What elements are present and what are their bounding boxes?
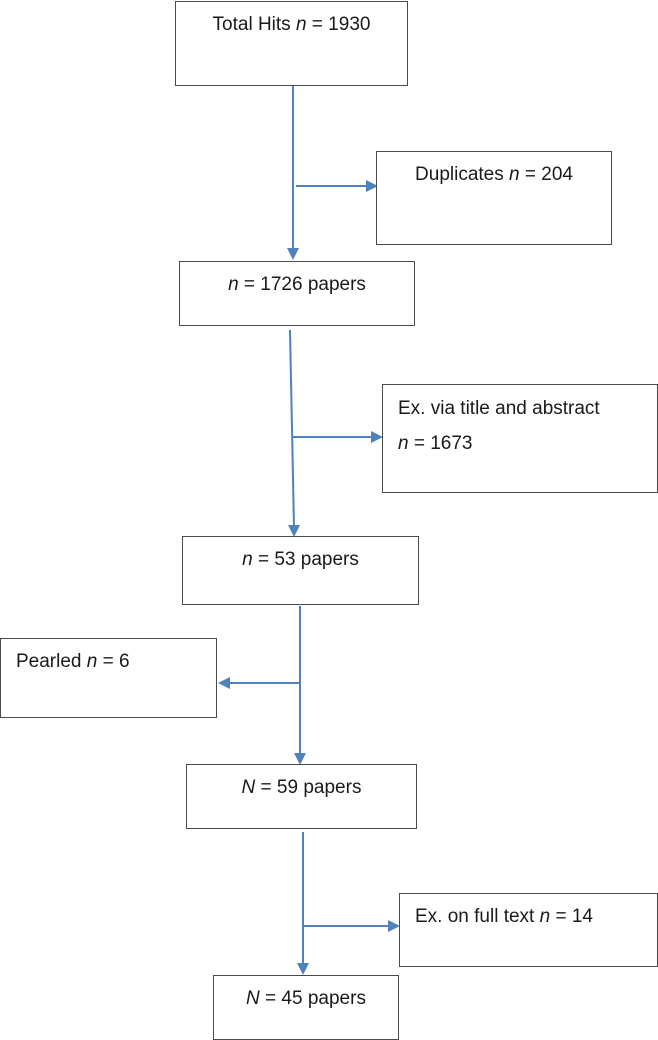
after-title-abstract-box: n = 53 papers [182,536,419,605]
duplicates-box: Duplicates n = 204 [376,151,612,245]
duplicates-text: Duplicates [415,164,510,185]
excluded-title-abstract-line2: n = 1673 [383,426,657,461]
excluded-full-text-count: = 14 [550,906,593,927]
final-box: N = 45 papers [213,975,399,1040]
final-label: N = 45 papers [214,976,398,1016]
excluded-title-abstract-count: = 1673 [408,433,473,454]
total-hits-count: = 1930 [306,14,371,35]
total-hits-variable: n [295,14,307,35]
total-hits-text: Total Hits [212,14,296,35]
pearled-variable: n [86,651,98,672]
duplicates-label: Duplicates n = 204 [377,152,611,192]
after-title-abstract-count: = 53 papers [252,549,359,570]
arrowhead-main-3 [294,753,306,765]
after-duplicates-label: n = 1726 papers [180,262,414,302]
after-pearling-variable: N [241,777,256,798]
after-pearling-count: = 59 papers [255,777,362,798]
pearled-box: Pearled n = 6 [0,638,217,718]
arrow-main-2 [289,329,295,528]
excluded-full-text-label: Ex. on full text n = 14 [400,894,657,934]
after-duplicates-variable: n [228,274,239,295]
final-count: = 45 papers [259,988,366,1009]
arrowhead-branch-pearled [218,677,230,689]
arrowhead-main-4 [297,963,309,975]
after-pearling-label: N = 59 papers [187,765,416,805]
after-title-abstract-variable: n [242,549,253,570]
after-title-abstract-label: n = 53 papers [183,537,418,577]
arrowhead-branch-duplicates [366,180,378,192]
arrowhead-branch-title-abstract [371,431,383,443]
final-variable: N [246,988,260,1009]
after-duplicates-count: = 1726 papers [238,274,366,295]
pearled-count: = 6 [97,651,130,672]
arrowhead-main-1 [287,248,299,260]
after-duplicates-box: n = 1726 papers [179,261,415,326]
arrowhead-branch-full-text [388,920,400,932]
excluded-title-abstract-line1: Ex. via title and abstract [398,398,600,419]
excluded-title-abstract-variable: n [398,433,409,454]
total-hits-label: Total Hits n = 1930 [176,2,407,42]
arrowhead-main-2 [288,525,300,537]
total-hits-box: Total Hits n = 1930 [175,1,408,86]
pearled-text: Pearled [16,651,87,672]
duplicates-variable: n [509,164,520,185]
excluded-full-text-box: Ex. on full text n = 14 [399,893,658,967]
excluded-full-text-variable: n [539,906,551,927]
duplicates-count: = 204 [519,164,573,185]
excluded-title-abstract-box: Ex. via title and abstract n = 1673 [382,384,658,493]
pearled-label: Pearled n = 6 [1,639,216,679]
excluded-full-text-text: Ex. on full text [415,906,540,927]
after-pearling-box: N = 59 papers [186,764,417,829]
